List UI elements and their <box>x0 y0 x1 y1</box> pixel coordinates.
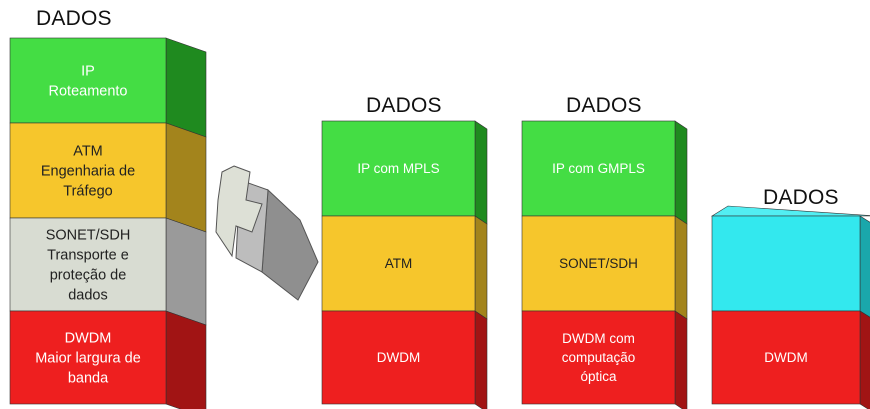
layer-label-line: IP com GMPLS <box>552 161 645 176</box>
layer-label-line: óptica <box>580 369 617 384</box>
layer-label-line: banda <box>68 371 109 387</box>
transition-arrow <box>215 165 319 301</box>
layer-label-line: Tráfego <box>63 184 112 200</box>
layer-label-line: ATM <box>73 144 103 160</box>
layer-side-face <box>674 215 688 320</box>
stack-1-layer-2: ATM Engenharia de Tráfego <box>9 122 207 233</box>
layer-side-face <box>165 217 207 326</box>
layer-label-line: DWDM <box>65 331 112 347</box>
layer-side-face <box>674 120 688 225</box>
stack-3-layer-3: DWDM com computação óptica <box>521 310 688 409</box>
stack-4-layer-1 <box>710 205 870 318</box>
layer-label-line: Maior largura de <box>35 351 141 367</box>
layer-top-face <box>710 205 870 217</box>
stack-2-title: DADOS <box>366 94 442 117</box>
layer-front-face <box>711 215 861 312</box>
stack-3-layer-2: SONET/SDH <box>521 215 688 320</box>
stack-1-title: DADOS <box>36 7 112 30</box>
layer-side-face <box>859 310 870 409</box>
layer-front-face <box>321 120 476 217</box>
stack-2-layer-1: IP com MPLS <box>321 120 488 225</box>
layer-side-face <box>474 120 488 225</box>
stack-4-layer-2: DWDM <box>711 310 870 409</box>
layer-side-face <box>474 310 488 409</box>
layer-front-face <box>521 310 676 405</box>
arrow-front-face <box>215 165 263 258</box>
stack-1-layer-1: IP Roteamento <box>9 37 207 138</box>
layer-front-face <box>521 215 676 312</box>
layer-label-line: ATM <box>385 256 413 271</box>
layer-side-face <box>674 310 688 409</box>
layer-label-line: Transporte e <box>47 248 129 264</box>
layer-label-line: DWDM <box>764 350 808 365</box>
stack-3-layer-1: IP com GMPLS <box>521 120 688 225</box>
layer-front-face <box>711 310 861 405</box>
layer-front-face <box>9 122 167 219</box>
layer-side-face <box>474 215 488 320</box>
stack-1-layer-3: SONET/SDH Transporte e proteção de dados <box>9 217 207 326</box>
layer-side-face <box>165 37 207 138</box>
layer-front-face <box>321 215 476 312</box>
stack-2-layer-3: DWDM <box>321 310 488 409</box>
layer-label-line: DWDM <box>377 350 421 365</box>
layer-side-face <box>165 122 207 233</box>
layer-label-line: SONET/SDH <box>46 228 131 244</box>
layer-side-face <box>165 310 207 409</box>
layer-label-line: Engenharia de <box>41 164 135 180</box>
arrow-side-face <box>261 188 319 301</box>
stack-4: DWDM <box>710 205 870 409</box>
stack-3-title: DADOS <box>566 94 642 117</box>
layer-label-line: DWDM com <box>562 331 635 346</box>
layer-front-face <box>321 310 476 405</box>
layer-front-face <box>9 310 167 405</box>
layer-front-face <box>9 217 167 312</box>
layer-label-line: IP <box>81 64 95 80</box>
stack-1-layer-4: DWDM Maior largura de banda <box>9 310 207 409</box>
layer-side-face <box>859 215 870 318</box>
layer-label-line: IP com MPLS <box>357 161 439 176</box>
stack-2-layer-2: ATM <box>321 215 488 320</box>
layer-label-line: proteção de <box>50 268 127 284</box>
layer-front-face <box>9 37 167 124</box>
layer-label-line: dados <box>68 288 108 304</box>
layer-label-line: computação <box>562 350 636 365</box>
layer-front-face <box>521 120 676 217</box>
stack-4-title: DADOS <box>763 186 839 209</box>
stack-2: IP com MPLS ATM DWDM <box>321 120 488 409</box>
layer-label-line: Roteamento <box>49 84 128 100</box>
stack-3: IP com GMPLS SONET/SDH DWDM com computação ó… <box>521 120 688 409</box>
layer-label-line: SONET/SDH <box>559 256 638 271</box>
